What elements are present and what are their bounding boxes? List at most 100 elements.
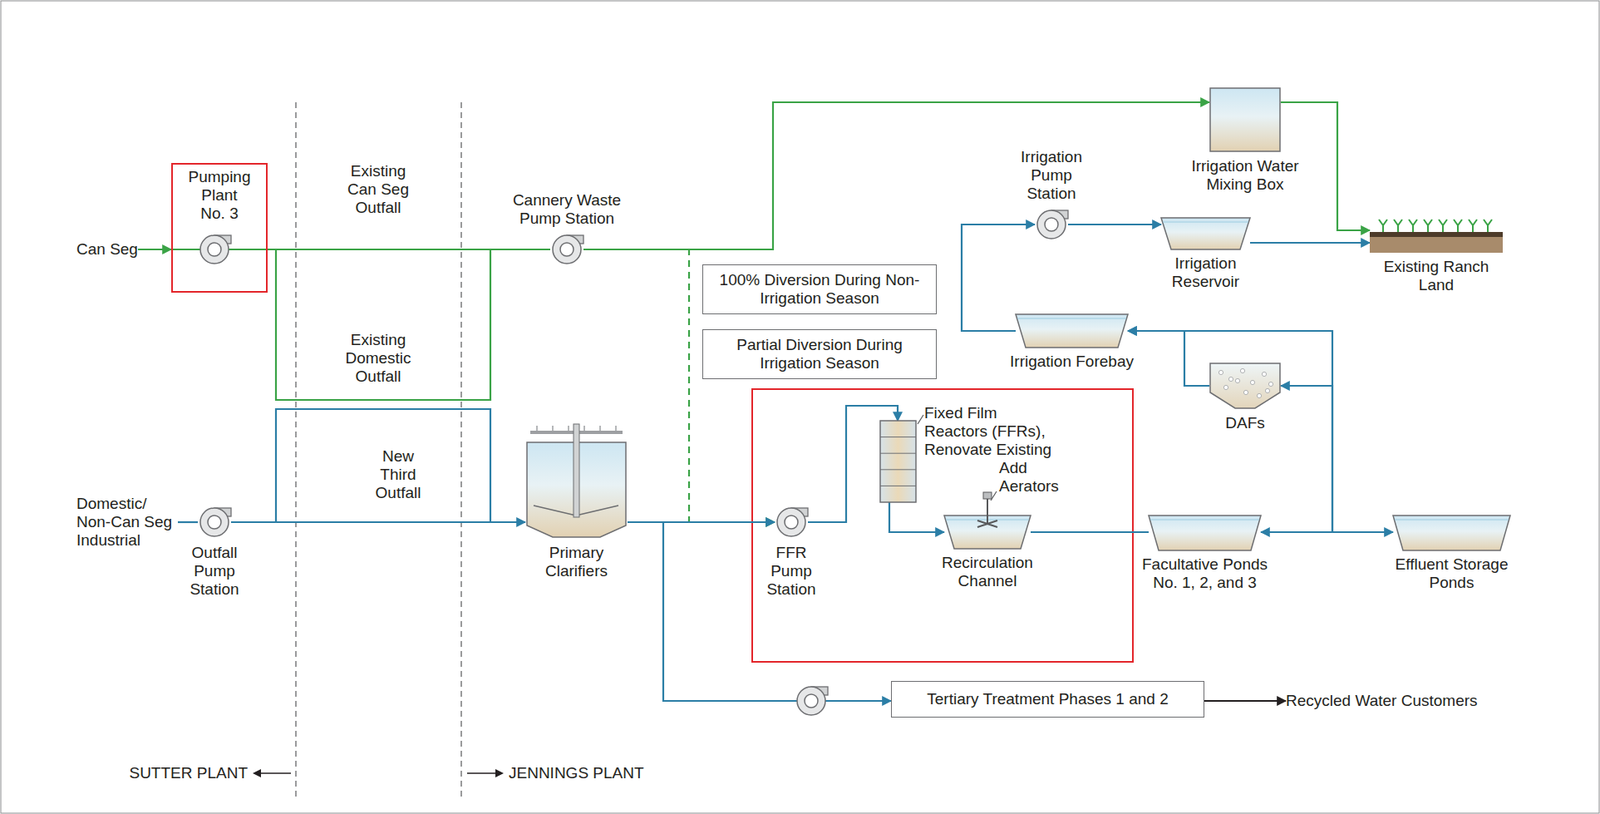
node-label: Existing Ranch Land [1373, 257, 1499, 295]
forebay: Irrigation Forebay [1015, 314, 1128, 348]
pond: Effluent Storage Ponds [1393, 515, 1511, 551]
equipment-symbol [880, 420, 916, 503]
node-label: Recirculation Channel [933, 553, 1042, 591]
flow-connector [1250, 241, 1370, 244]
crop-symbol [1408, 219, 1418, 232]
crop-symbol [1393, 219, 1403, 232]
flow-connector [583, 102, 1210, 250]
flow-connector [1127, 330, 1210, 386]
flow-destination: Recycled Water Customers [1285, 691, 1478, 710]
basin-outline [1148, 515, 1261, 551]
node-label: Effluent Storage Ponds [1383, 555, 1521, 592]
pump-symbol [200, 507, 229, 537]
leader-line [917, 414, 924, 424]
edge-label: Existing Can Seg Outfall [340, 162, 416, 217]
ranch-land: Existing Ranch Land [1369, 217, 1503, 253]
aerator-motor [983, 492, 992, 499]
recirculation-channel: Recirculation Channel [944, 515, 1031, 549]
direction-arrow-head [252, 768, 261, 778]
note-box: 100% Diversion During Non-Irrigation Sea… [702, 264, 937, 315]
direction-arrow [467, 772, 498, 774]
node-label: Irrigation Water Mixing Box [1178, 157, 1312, 194]
flow-source: Domestic/ Non-Can Seg Industrial [76, 494, 178, 550]
water-surface [1017, 318, 1127, 320]
media-layer [880, 436, 916, 438]
reactor-outline [880, 420, 916, 503]
aerator-blades [977, 520, 998, 527]
flow-connector [1260, 385, 1333, 532]
node-label: Outfall Pump Station [185, 543, 244, 599]
node-label: Fixed Film Reactors (FFRs), Renovate Exi… [924, 403, 1059, 459]
flow-connector [231, 408, 526, 522]
node-label: Can Seg [76, 240, 138, 259]
node-label: Recycled Water Customers [1285, 691, 1478, 710]
edge-label: Existing Domestic Outfall [340, 330, 416, 386]
pipe-stub [172, 248, 201, 251]
note-box: Partial Diversion During Irrigation Seas… [702, 329, 937, 380]
equipment-symbol [1209, 362, 1281, 409]
flow-connector [137, 248, 172, 251]
equipment-symbol [1015, 314, 1128, 348]
pond: Facultative Ponds No. 1, 2, and 3 [1148, 515, 1261, 551]
media-layer [880, 468, 916, 470]
equipment-symbol [1393, 515, 1511, 551]
node-label: FFR Pump Station [762, 543, 821, 599]
pump-impeller [784, 515, 798, 529]
mixing-box-outline [1210, 88, 1280, 152]
process-box: Tertiary Treatment Phases 1 and 2 [891, 680, 1205, 718]
node-label: 100% Diversion During Non-Irrigation Sea… [711, 270, 928, 308]
crop-symbol [1453, 219, 1463, 232]
node-label: DAFs [1211, 413, 1279, 433]
pump-station: Outfall Pump Station [197, 505, 232, 539]
flow-connector [627, 521, 892, 701]
bridge-post [567, 425, 570, 431]
air-bubble [1235, 378, 1240, 383]
ground-top [1369, 231, 1503, 237]
equipment-symbol [1209, 87, 1281, 153]
pump-symbol [200, 235, 229, 264]
direction-arrow [259, 772, 291, 774]
pump-station: FFR Pump Station [774, 505, 808, 539]
air-bubble [1261, 371, 1266, 376]
pump-symbol [777, 507, 806, 537]
equipment-symbol [1369, 217, 1503, 253]
crop-symbol [1483, 219, 1492, 232]
bridge-post [536, 425, 538, 431]
bridge-post [583, 425, 586, 431]
water-surface [1150, 519, 1260, 521]
air-bubble [1243, 389, 1248, 394]
plant-boundary [460, 102, 462, 797]
air-bubble [1240, 368, 1245, 373]
bridge-post [599, 425, 601, 431]
water-surface [1162, 221, 1249, 223]
plant-name: SUTTER PLANT [108, 763, 248, 783]
daf-tank: DAFs [1209, 362, 1281, 409]
equipment-symbol [550, 232, 584, 266]
aerator-mast [986, 497, 989, 524]
pump-impeller [804, 694, 818, 708]
project-boundary [752, 388, 1133, 662]
pump-station: Irrigation Pump Station [1034, 207, 1069, 242]
daf-tank-outline [1210, 363, 1280, 409]
equipment-symbol [774, 505, 808, 539]
flow-connector [1030, 531, 1149, 533]
air-bubble [1265, 388, 1270, 393]
air-bubble [1256, 393, 1261, 398]
pump-impeller [1044, 217, 1059, 232]
equipment-symbol [944, 515, 1031, 549]
basin-outline [1393, 515, 1511, 551]
node-label: Irrigation Forebay [997, 352, 1148, 371]
flow-connector [1068, 223, 1162, 226]
pump-station: Cannery Waste Pump Station [550, 232, 584, 266]
media-layer [880, 452, 916, 454]
air-bubble [1250, 379, 1255, 384]
flow-connector [177, 521, 198, 523]
node-label: Primary Clarifiers [531, 543, 623, 581]
equipment-symbol [197, 505, 232, 539]
water-surface [1394, 519, 1509, 521]
equipment-symbol [1148, 515, 1261, 551]
pump-symbol [797, 686, 826, 715]
media-layer [880, 485, 916, 487]
node-label: Pumping Plant No. 3 [187, 167, 252, 223]
plant-name: JENNINGS PLANT [508, 763, 692, 783]
